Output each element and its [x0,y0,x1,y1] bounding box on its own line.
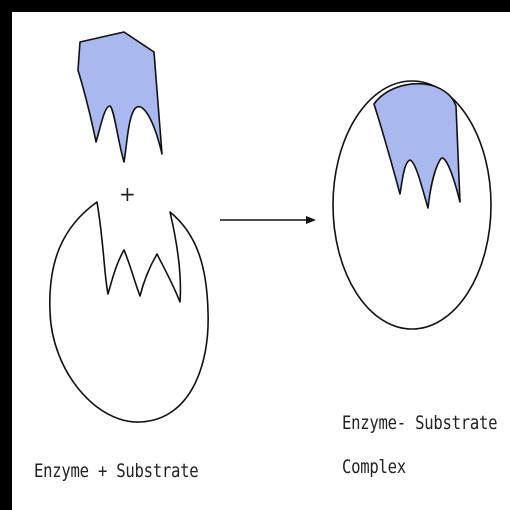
enzyme-shape [50,202,208,422]
plus-sign: + [119,182,136,206]
complex-caption-line1: Enzyme- Substrate [342,412,497,434]
substrate-shape [78,32,162,162]
enzyme-substrate-caption: Enzyme + Substrate [34,460,198,482]
diagram-canvas: + Enzyme + Substrate Enzyme- Substrate C… [12,12,510,510]
enzyme-substrate-diagram [12,12,510,510]
reaction-arrowhead [306,216,316,224]
complex-caption-line2: Complex [342,456,406,478]
